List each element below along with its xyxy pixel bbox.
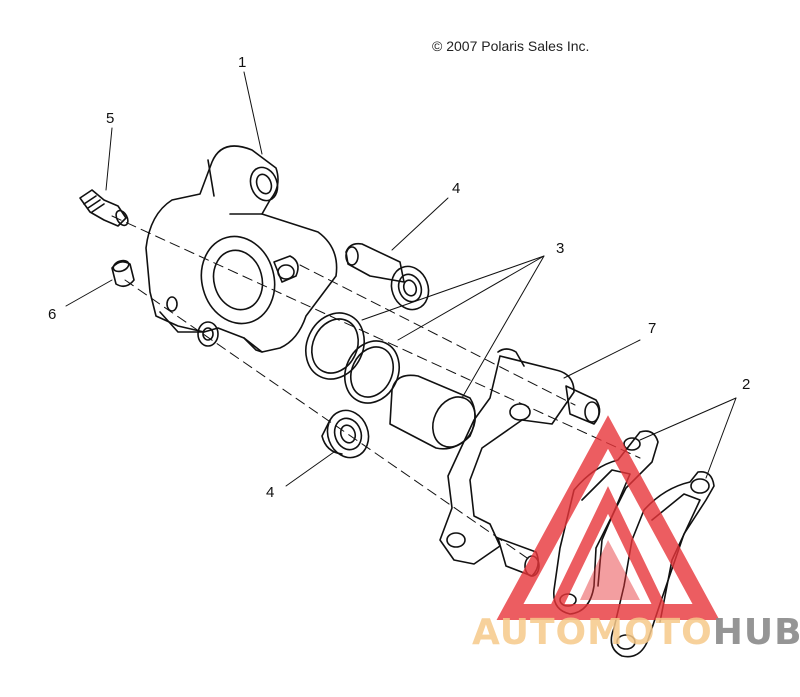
- callout-7: 7: [648, 320, 657, 337]
- copyright-notice: © 2007 Polaris Sales Inc.: [432, 38, 590, 54]
- watermark-text-part2: HUB: [712, 612, 800, 653]
- guide-pin-upper: [345, 242, 430, 311]
- callout-4-upper: 4: [452, 180, 461, 197]
- callout-6: 6: [48, 306, 57, 323]
- bleeder-cap: [111, 259, 135, 288]
- watermark-text-part1: AUTOMOTO: [472, 612, 713, 653]
- bleeder-screw: [79, 189, 129, 227]
- callout-2: 2: [742, 376, 751, 393]
- callout-3: 3: [556, 240, 565, 257]
- callout-5: 5: [106, 110, 115, 127]
- caliper-body: [145, 145, 338, 353]
- caliper-bracket: [439, 348, 601, 577]
- axis-lines: [111, 215, 641, 561]
- piston-seal-outer: [305, 312, 365, 380]
- callout-4-lower: 4: [266, 484, 275, 501]
- watermark-logo: [496, 415, 720, 620]
- piston-seal-inner: [344, 340, 400, 404]
- brake-pad-right: [610, 470, 715, 658]
- caliper-piston: [389, 374, 476, 450]
- callout-1: 1: [238, 54, 247, 71]
- leader-lines: [65, 71, 737, 487]
- guide-pin-boot-lower: [321, 409, 370, 459]
- watermark-text: AUTOMOTOHUB: [472, 612, 800, 653]
